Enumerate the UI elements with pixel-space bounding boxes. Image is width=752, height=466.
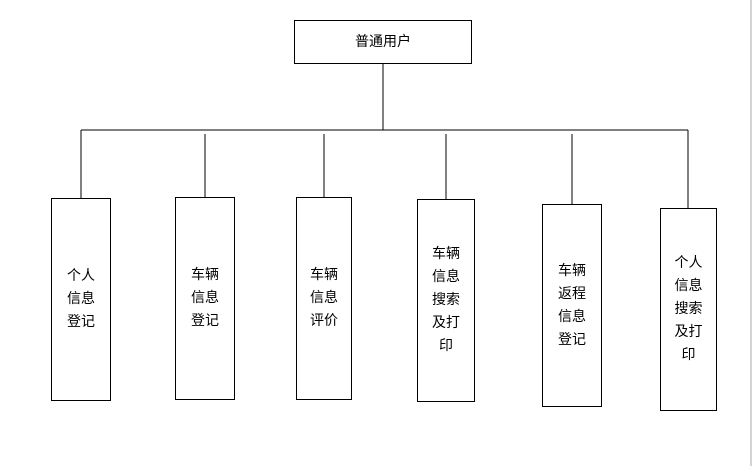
child-node-label: 个人 信息 搜索 及打 印	[674, 255, 703, 363]
root-node: 普通用户	[294, 20, 472, 64]
child-node-label: 车辆 信息 评价	[310, 267, 338, 329]
child-node-vehicle-return-register: 车辆 返程 信息 登记	[542, 204, 602, 407]
root-node-label: 普通用户	[355, 33, 411, 50]
child-node-vehicle-info-register: 车辆 信息 登记	[175, 197, 235, 400]
window-edge	[750, 0, 752, 466]
child-node-label: 车辆 信息 搜索 及打 印	[432, 246, 460, 354]
child-node-personal-info-register: 个人 信息 登记	[51, 198, 111, 401]
child-node-vehicle-info-review: 车辆 信息 评价	[296, 197, 352, 400]
child-node-personal-info-search-print: 个人 信息 搜索 及打 印	[660, 208, 717, 411]
child-node-label: 车辆 信息 登记	[191, 267, 219, 329]
child-node-label: 个人 信息 登记	[67, 268, 95, 330]
child-node-label: 车辆 返程 信息 登记	[558, 262, 586, 348]
child-node-vehicle-info-search-print: 车辆 信息 搜索 及打 印	[417, 199, 475, 402]
